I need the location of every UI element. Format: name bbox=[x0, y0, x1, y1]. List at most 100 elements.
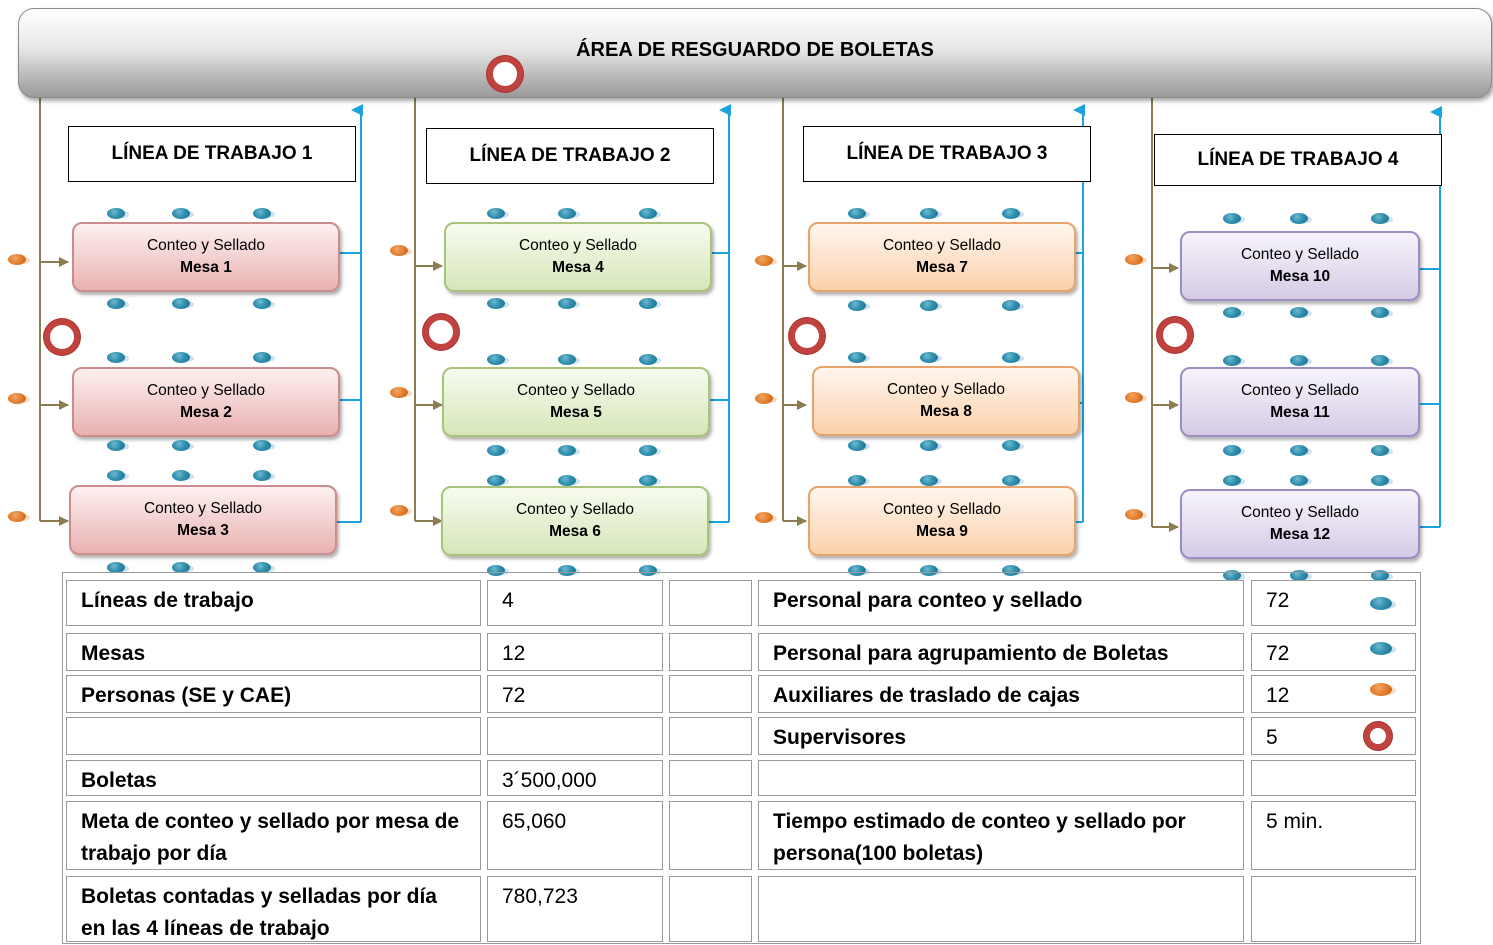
table-cell-empty bbox=[669, 876, 752, 942]
auxiliary-icon bbox=[1370, 683, 1392, 696]
auxiliary-icon bbox=[755, 393, 773, 404]
mesa-name: Mesa 8 bbox=[920, 403, 972, 420]
staff-icon bbox=[558, 565, 576, 576]
auxiliary-icon bbox=[390, 245, 408, 256]
mesa-name: Mesa 6 bbox=[549, 523, 601, 540]
table-cell-label: Personal para agrupamiento de Boletas bbox=[758, 633, 1244, 671]
staff-icon bbox=[558, 475, 576, 486]
mesa-task: Conteo y Sellado bbox=[1240, 504, 1360, 521]
mesa-name: Mesa 3 bbox=[177, 522, 229, 539]
auxiliary-icon bbox=[1125, 254, 1143, 265]
staff-icon bbox=[848, 208, 866, 219]
staff-icon bbox=[253, 208, 271, 219]
line-label-3: LÍNEA DE TRABAJO 3 bbox=[803, 126, 1091, 182]
table-cell-value: 12 bbox=[487, 633, 663, 671]
staff-icon bbox=[1002, 208, 1020, 219]
table-cell-empty bbox=[669, 760, 752, 796]
table-cell-label: Personas (SE y CAE) bbox=[66, 675, 481, 713]
table-cell-value bbox=[1251, 760, 1416, 796]
mesa-name: Mesa 11 bbox=[1270, 404, 1330, 421]
supervisor-icon bbox=[789, 318, 825, 354]
table-cell-value: 780,723 bbox=[487, 876, 663, 942]
staff-icon bbox=[920, 440, 938, 451]
table-cell-empty bbox=[669, 801, 752, 870]
mesa-task: Conteo y Sellado bbox=[143, 500, 263, 517]
staff-icon bbox=[558, 298, 576, 309]
staff-icon bbox=[107, 440, 125, 451]
staff-icon bbox=[848, 300, 866, 311]
mesa-task: Conteo y Sellado bbox=[882, 501, 1002, 518]
table-cell-label: Personal para conteo y sellado bbox=[758, 580, 1244, 626]
staff-icon bbox=[1002, 565, 1020, 576]
mesa-task: Conteo y Sellado bbox=[518, 237, 638, 254]
table-cell-empty bbox=[669, 633, 752, 671]
auxiliary-icon bbox=[755, 512, 773, 523]
table-cell-label: Mesas bbox=[66, 633, 481, 671]
table-cell-label: Auxiliares de traslado de cajas bbox=[758, 675, 1244, 713]
staff-icon bbox=[172, 352, 190, 363]
table-cell-label bbox=[758, 760, 1244, 796]
staff-icon bbox=[172, 562, 190, 573]
staff-icon bbox=[639, 445, 657, 456]
mesa-task: Conteo y Sellado bbox=[1240, 246, 1360, 263]
auxiliary-icon bbox=[1125, 392, 1143, 403]
staff-icon bbox=[920, 475, 938, 486]
table-cell-label: Boletas bbox=[66, 760, 481, 796]
mesa-name: Mesa 12 bbox=[1269, 526, 1331, 543]
staff-count-icon bbox=[1370, 597, 1392, 610]
mesa-name: Mesa 7 bbox=[916, 259, 968, 276]
table-cell-value: 4 bbox=[487, 580, 663, 626]
staff-icon bbox=[639, 208, 657, 219]
mesa-name: Mesa 1 bbox=[180, 259, 232, 276]
mesa-task: Conteo y Sellado bbox=[882, 237, 1002, 254]
auxiliary-icon bbox=[8, 393, 26, 404]
staff-icon bbox=[1223, 445, 1241, 456]
mesa-name: Mesa 10 bbox=[1269, 268, 1331, 285]
staff-icon bbox=[1371, 570, 1389, 581]
staff-icon bbox=[1290, 307, 1308, 318]
staff-icon bbox=[107, 352, 125, 363]
mesa-task: Conteo y Sellado bbox=[886, 381, 1006, 398]
staff-icon bbox=[558, 354, 576, 365]
line-label-2: LÍNEA DE TRABAJO 2 bbox=[426, 128, 714, 184]
table-cell-label: Tiempo estimado de conteo y sellado por … bbox=[758, 801, 1244, 870]
staff-icon bbox=[1290, 570, 1308, 581]
table-cell-empty bbox=[669, 675, 752, 713]
staff-icon bbox=[487, 565, 505, 576]
staff-icon bbox=[639, 354, 657, 365]
staff-icon bbox=[558, 208, 576, 219]
staff-icon bbox=[639, 475, 657, 486]
staff-icon bbox=[172, 298, 190, 309]
staff-icon bbox=[1290, 213, 1308, 224]
mesa-name: Mesa 4 bbox=[552, 259, 604, 276]
staff-icon bbox=[107, 470, 125, 481]
mesa-task: Conteo y Sellado bbox=[146, 382, 266, 399]
staff-icon bbox=[1002, 352, 1020, 363]
table-cell-value: 5 bbox=[1251, 717, 1416, 755]
staff-icon bbox=[1223, 475, 1241, 486]
table-cell-empty bbox=[669, 580, 752, 626]
staff-icon bbox=[1371, 445, 1389, 456]
staff-icon bbox=[487, 445, 505, 456]
staff-icon bbox=[920, 300, 938, 311]
staff-icon bbox=[1002, 300, 1020, 311]
auxiliary-icon bbox=[755, 255, 773, 266]
supervisor-icon bbox=[44, 319, 80, 355]
line-label-1: LÍNEA DE TRABAJO 1 bbox=[68, 126, 356, 182]
staff-icon bbox=[1002, 440, 1020, 451]
mesa-task: Conteo y Sellado bbox=[515, 501, 635, 518]
staff-icon bbox=[253, 352, 271, 363]
supervisor-icon bbox=[423, 314, 459, 350]
table-cell-label: Boletas contadas y selladas por día en l… bbox=[66, 876, 481, 942]
supervisor-icon bbox=[487, 56, 523, 92]
auxiliary-icon bbox=[390, 505, 408, 516]
staff-icon bbox=[639, 565, 657, 576]
table-cell-value: 12 bbox=[1251, 675, 1416, 713]
mesa-task: Conteo y Sellado bbox=[1240, 382, 1360, 399]
